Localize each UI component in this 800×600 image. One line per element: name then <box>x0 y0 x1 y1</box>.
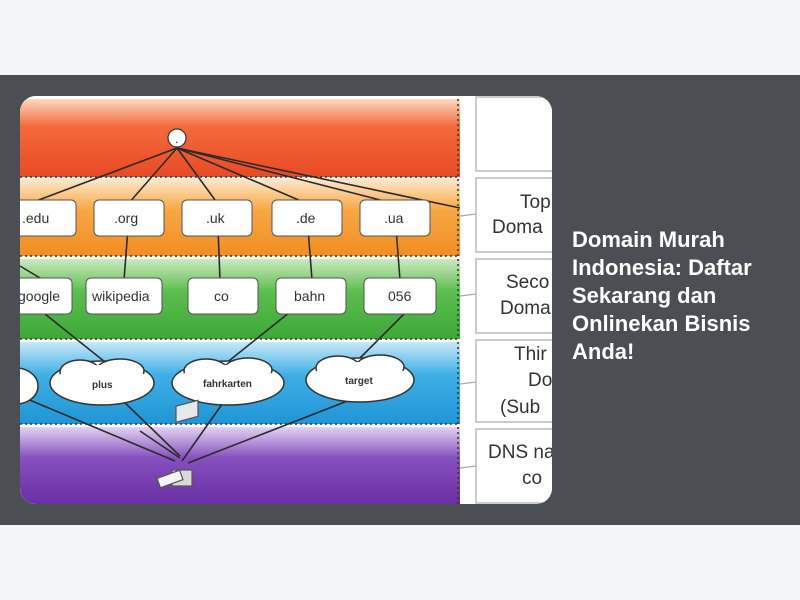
third-node-plus-inner <box>54 365 150 401</box>
third-node-fahrkarten-label: fahrkarten <box>203 379 252 390</box>
diagram-label: .uk <box>206 210 226 226</box>
diagram-label: .edu <box>22 210 49 226</box>
tld-node-edu: .edu <box>20 199 77 237</box>
side-label-dns <box>475 428 552 504</box>
sld-node-google: google <box>20 277 73 315</box>
side-label-root <box>475 96 552 172</box>
diagram-label: google <box>20 288 60 304</box>
diagram-label: .ua <box>384 210 404 226</box>
tld-node-ua: .ua <box>359 199 431 237</box>
diagram-label: Doma <box>492 217 543 238</box>
diagram-label: Doma <box>500 298 551 319</box>
article-title[interactable]: Domain Murah Indonesia: Daftar Sekarang … <box>572 227 752 364</box>
tld-node-uk: .uk <box>181 199 253 237</box>
diagram-label: wikipedia <box>91 288 150 304</box>
tld-node-org: .org <box>93 199 165 237</box>
sld-node-056: 056 <box>363 277 437 315</box>
diagram-label: Thir <box>514 344 547 365</box>
third-node-left-cloud <box>20 367 39 405</box>
sld-node-wikipedia: wikipedia <box>85 277 163 315</box>
diagram-label: Seco <box>506 272 549 293</box>
side-label-third <box>475 339 552 423</box>
dns-server-icon <box>156 399 199 489</box>
diagram-label: bahn <box>294 288 325 304</box>
diagram-label: 056 <box>388 288 412 304</box>
diagram-label: co <box>214 288 229 304</box>
third-node-target-label: target <box>345 376 373 387</box>
diagram-label: .de <box>296 210 316 226</box>
diagram-label: Top <box>520 192 551 213</box>
root-node-label: . <box>175 132 178 146</box>
side-label-tld <box>475 177 552 253</box>
diagram-label: co <box>522 468 542 489</box>
sld-node-co: co <box>187 277 259 315</box>
sld-node-bahn: bahn <box>275 277 347 315</box>
diagram-label: .org <box>114 210 138 226</box>
article-image[interactable]: . .edu .org .uk .de .ua google w <box>20 96 552 504</box>
third-node-plus-label: plus <box>92 380 113 391</box>
diagram-label: Do <box>528 370 552 391</box>
root-node <box>167 128 187 148</box>
side-label-sld <box>475 258 552 334</box>
root-layer <box>20 99 460 177</box>
dns-layer <box>20 427 460 504</box>
tld-node-de: .de <box>271 199 343 237</box>
diagram-label: (Sub <box>500 397 540 418</box>
dns-hierarchy-diagram: . .edu .org .uk .de .ua google w <box>20 96 552 504</box>
diagram-label: DNS na <box>488 442 552 463</box>
